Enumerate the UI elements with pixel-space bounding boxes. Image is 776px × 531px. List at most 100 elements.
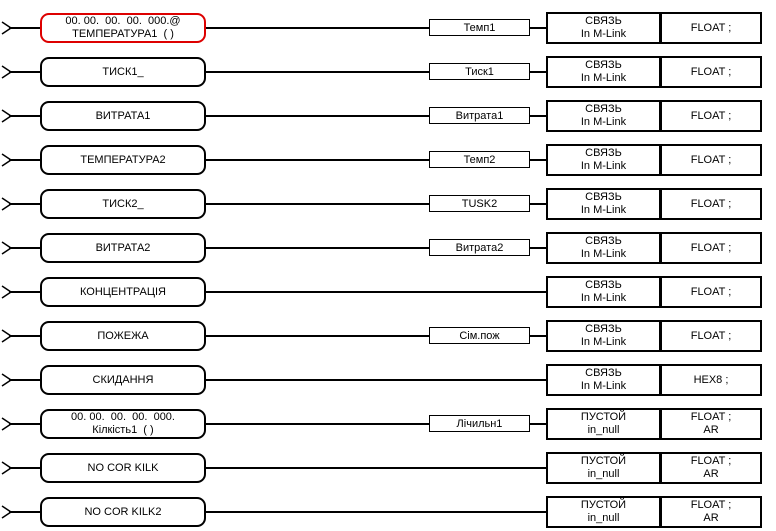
signal-box[interactable]: NO COR KILK2: [40, 497, 206, 527]
data-type-line: FLOAT ;: [690, 241, 732, 254]
tag-box[interactable]: Темп1: [429, 19, 530, 36]
tag-box[interactable]: Тиск1: [429, 63, 530, 80]
block-divider: [659, 102, 662, 130]
block-divider: [659, 278, 662, 306]
signal-box[interactable]: ВИТРАТА2: [40, 233, 206, 263]
link-type-line: In M-Link: [580, 116, 627, 128]
link-type-line: in_null: [587, 512, 620, 524]
link-type-line: СВЯЗЬ: [585, 191, 622, 203]
data-type-line: AR: [703, 512, 719, 524]
signal-box[interactable]: СКИДАННЯ: [40, 365, 206, 395]
wire: [9, 115, 40, 117]
data-type-cell: FLOAT ;: [662, 14, 760, 42]
signal-label-line: ТИСК1_: [102, 65, 144, 78]
signal-box[interactable]: ТИСК2_: [40, 189, 206, 219]
data-type-cell: FLOAT ;AR: [662, 454, 760, 482]
tag-box[interactable]: Сім.пож: [429, 327, 530, 344]
signal-box[interactable]: КОНЦЕНТРАЦІЯ: [40, 277, 206, 307]
data-type-line: AR: [703, 424, 719, 436]
data-type-cell: FLOAT ;: [662, 146, 760, 174]
wire: [9, 335, 40, 337]
link-type-line: СВЯЗЬ: [585, 103, 622, 115]
signal-label-line: ПОЖЕЖА: [97, 329, 149, 342]
tag-box[interactable]: Витрата2: [429, 239, 530, 256]
wire: [530, 27, 546, 29]
signal-label-line: 00. 00. 00. 00. 000.@: [65, 15, 181, 27]
data-type-line: AR: [703, 468, 719, 480]
link-type-line: In M-Link: [580, 380, 627, 392]
wire: [530, 115, 546, 117]
wire: [9, 27, 40, 29]
link-type-line: In M-Link: [580, 292, 627, 304]
link-type-line: СВЯЗЬ: [585, 235, 622, 247]
data-type-cell: FLOAT ;: [662, 102, 760, 130]
data-type-cell: FLOAT ;: [662, 58, 760, 86]
tag-box[interactable]: TUSK2: [429, 195, 530, 212]
wire: [206, 247, 429, 249]
signal-box[interactable]: ТИСК1_: [40, 57, 206, 87]
signal-row: 00. 00. 00. 00. 000.Кілкість1 ( ) Лічиль…: [0, 402, 776, 446]
signal-box[interactable]: 00. 00. 00. 00. 000.@ТЕМПЕРАТУРА1 ( ): [40, 13, 206, 43]
block-divider: [659, 234, 662, 262]
signal-label-line: СКИДАННЯ: [92, 373, 154, 386]
wire: [9, 379, 40, 381]
wire: [530, 335, 546, 337]
wire: [206, 115, 429, 117]
signal-box[interactable]: ВИТРАТА1: [40, 101, 206, 131]
data-type-cell: FLOAT ;AR: [662, 498, 760, 526]
tag-box[interactable]: Витрата1: [429, 107, 530, 124]
block-divider: [659, 410, 662, 438]
wire: [530, 423, 546, 425]
signal-box[interactable]: 00. 00. 00. 00. 000.Кілкість1 ( ): [40, 409, 206, 439]
tag-box[interactable]: Лічильн1: [429, 415, 530, 432]
tag-box[interactable]: Темп2: [429, 151, 530, 168]
wire: [530, 203, 546, 205]
wire: [9, 247, 40, 249]
block-divider: [659, 190, 662, 218]
signal-label-line: ТЕМПЕРАТУРА2: [80, 153, 166, 166]
signal-label-line: ТИСК2_: [102, 197, 144, 210]
link-type-line: In M-Link: [580, 28, 627, 40]
link-type-line: ПУСТОЙ: [580, 411, 627, 423]
signal-box[interactable]: ПОЖЕЖА: [40, 321, 206, 351]
data-type-line: FLOAT ;: [690, 197, 732, 210]
signal-box[interactable]: NO COR KILK: [40, 453, 206, 483]
signal-box[interactable]: ТЕМПЕРАТУРА2: [40, 145, 206, 175]
block-divider: [659, 14, 662, 42]
signal-label-line: КОНЦЕНТРАЦІЯ: [80, 285, 166, 298]
wire: [9, 423, 40, 425]
wire: [9, 159, 40, 161]
link-type-line: СВЯЗЬ: [585, 367, 622, 379]
block-divider: [659, 454, 662, 482]
wire: [9, 291, 40, 293]
data-type-line: FLOAT ;: [690, 21, 732, 34]
signal-label-line: NO COR KILK: [87, 461, 159, 474]
wire: [9, 511, 40, 513]
link-type-line: In M-Link: [580, 72, 627, 84]
